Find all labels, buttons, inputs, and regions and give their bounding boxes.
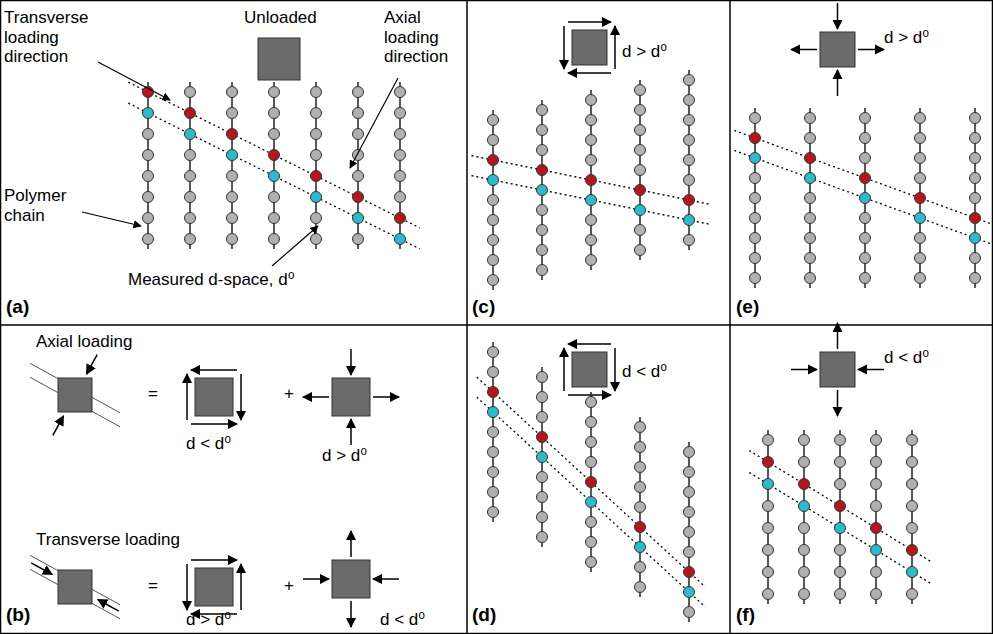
arrow [240,564,242,610]
arrow [191,423,237,425]
label: d < d⁰ [884,348,929,368]
stress-element [195,568,233,606]
label: Axial loading [36,332,132,352]
arrow [53,416,64,435]
label: = [148,384,158,404]
arrow [837,390,839,416]
stress-element [58,378,92,412]
arrow [191,369,237,371]
normal-stress-element [791,323,884,416]
arrow [837,323,839,349]
shear-stress-element [187,560,241,614]
arrow [303,396,329,398]
arrow [240,374,242,420]
arrow [614,26,616,69]
leader-lines [82,62,398,266]
arrow [272,226,318,266]
shear-stress-element [564,344,615,395]
panel-tag: (c) [472,296,495,318]
label: d < d⁰ [186,434,231,454]
shear-stress-element [187,370,241,424]
arrow [568,343,611,345]
arrow [837,3,839,29]
arrow [563,348,565,391]
stress-element [195,378,233,416]
loaded-element [30,555,120,619]
arrow [373,578,399,580]
stress-element [58,570,92,604]
label: Transverse loading [36,530,180,550]
label: Axial loading direction [384,8,464,67]
label: + [284,384,294,404]
polymer-chains [128,82,419,249]
stress-element [572,30,607,65]
panel-tag: (f) [736,604,755,626]
stress-element [820,352,855,387]
arrow [568,21,611,23]
normal-stress-element [303,349,399,445]
arrow [186,374,188,420]
label: Polymer chain [4,186,82,225]
label: Measured d-space, d⁰ [128,270,295,290]
arrow [98,62,170,100]
arrow [563,26,565,69]
arrow [82,212,141,226]
stress-element [332,378,370,416]
arrow [350,601,352,627]
label: d < d⁰ [622,362,667,382]
arrow [303,578,329,580]
arrow [373,396,399,398]
arrow [791,49,817,51]
stress-element [258,38,300,80]
arrow [31,563,52,575]
label: d > d⁰ [622,42,667,62]
stress-element [332,560,370,598]
label: d > d⁰ [884,28,929,48]
label: d > d⁰ [186,610,231,630]
label: Unloaded [244,8,317,28]
arrow [87,355,98,374]
polymer-chains [477,342,705,622]
normal-stress-element [791,3,884,96]
panel-tag: (d) [472,604,496,626]
arrow [350,531,352,557]
arrow [614,348,616,391]
panel-tag: (e) [736,296,759,318]
arrow [191,559,237,561]
arrow [837,70,839,96]
polymer-chains [749,430,931,604]
label: d < d⁰ [380,610,425,630]
arrow [858,49,884,51]
label: + [284,576,294,596]
arrow [568,72,611,74]
loaded-element [30,355,120,436]
label: Transverse loading direction [4,8,99,67]
label: d > d⁰ [322,446,367,466]
arrow [858,369,884,371]
label: = [148,576,158,596]
stress-element [572,352,607,387]
arrow [350,419,352,445]
arrow [568,394,611,396]
panel-tag: (a) [6,296,29,318]
arrow [350,349,352,375]
polymer-chains [471,70,710,290]
arrow [98,600,119,612]
panel-tag: (b) [6,604,30,626]
arrow [350,78,398,168]
stress-element [820,32,855,67]
arrow [791,369,817,371]
polymer-chains [734,108,993,288]
shear-stress-element [564,22,615,73]
arrow [186,564,188,610]
